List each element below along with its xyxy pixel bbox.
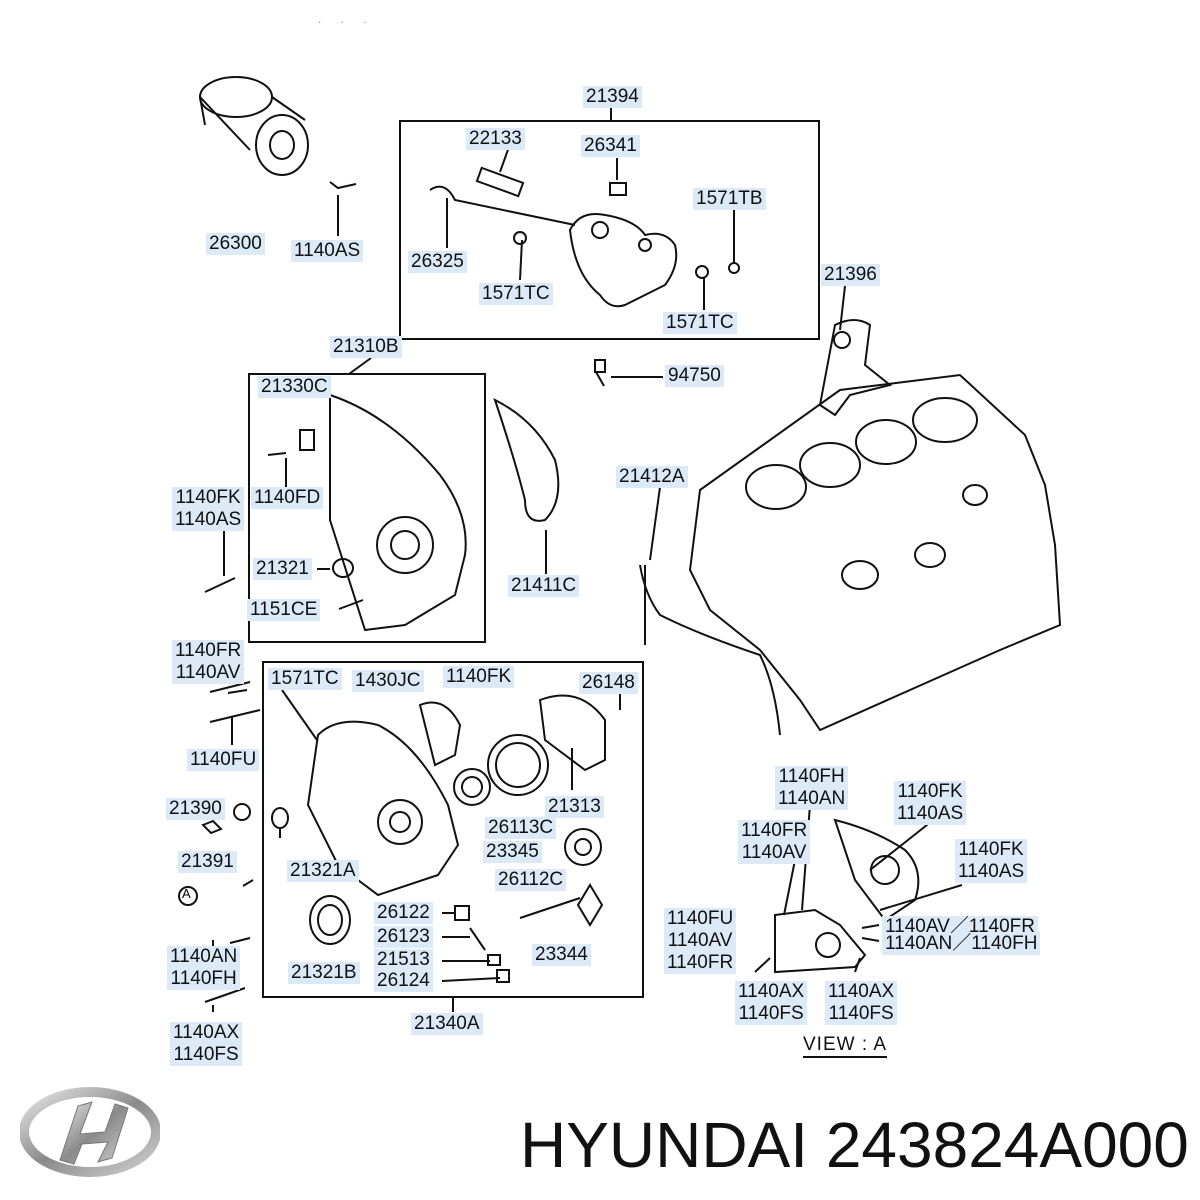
part-label-23344: 23344 xyxy=(532,944,591,966)
part-label-1140AS-top: 1140AS xyxy=(291,240,364,262)
part-label-21330C: 21330C xyxy=(258,376,331,398)
part-label-21310B: 21310B xyxy=(330,336,402,358)
part-label-26300: 26300 xyxy=(206,233,265,255)
group-box-21310B xyxy=(248,373,486,643)
part-label-1140AX-1140FS-r2: 1140AX 1140FS xyxy=(825,981,898,1025)
part-label-1140AV-1140FR: 1140AV／1140FR xyxy=(882,916,1038,938)
part-label-21321B: 21321B xyxy=(288,962,360,984)
group-box-21394 xyxy=(399,120,820,340)
part-label-1140FR-1140AV: 1140FR 1140AV xyxy=(172,640,245,684)
view-a-label: VIEW : A xyxy=(803,1034,888,1058)
hyundai-logo-icon xyxy=(20,1087,160,1177)
part-label-26148: 26148 xyxy=(579,672,638,694)
callout-letter-a: A xyxy=(182,886,191,901)
part-label-1140FR-1140AV-r: 1140FR 1140AV xyxy=(738,820,811,864)
part-label-26113C: 26113C xyxy=(485,817,557,839)
part-label-1140AN-1140FH: 1140AN／1140FH xyxy=(882,933,1041,955)
brand-name: HYUNDAI xyxy=(520,1109,809,1181)
part-label-21340A: 21340A xyxy=(411,1013,483,1035)
part-label-26124: 26124 xyxy=(374,970,433,992)
part-label-1140AX-1140FS-left: 1140AX 1140FS xyxy=(170,1022,243,1066)
part-label-21391: 21391 xyxy=(178,851,237,873)
part-label-21313: 21313 xyxy=(545,796,604,818)
part-label-26341: 26341 xyxy=(581,135,640,157)
part-label-21321: 21321 xyxy=(253,558,312,580)
part-label-21411C: 21411C xyxy=(508,575,580,597)
part-label-1140FK-1140AS: 1140FK 1140AS xyxy=(172,487,245,531)
part-label-21394: 21394 xyxy=(583,86,642,108)
part-label-23345: 23345 xyxy=(483,841,542,863)
part-label-1430JC: 1430JC xyxy=(352,670,424,692)
footer-title: HYUNDAI 243824A000 xyxy=(520,1108,1189,1182)
part-label-21321A: 21321A xyxy=(287,860,359,882)
part-label-1140AN-1140FH-left: 1140AN 1140FH xyxy=(167,946,241,990)
part-label-1571TC-c: 1571TC xyxy=(268,668,342,690)
part-label-26123: 26123 xyxy=(374,926,433,948)
part-label-1140FK-1140AS-r1: 1140FK 1140AS xyxy=(894,781,967,825)
part-label-26122: 26122 xyxy=(374,902,433,924)
part-label-21412A: 21412A xyxy=(616,466,688,488)
part-label-1140FU-AV-FR: 1140FU 1140AV 1140FR xyxy=(664,908,737,974)
part-label-1571TC-a: 1571TC xyxy=(479,283,553,305)
part-label-94750: 94750 xyxy=(665,365,724,387)
part-label-26112C: 26112C xyxy=(495,869,567,891)
part-label-1140FK-1140AS-r2: 1140FK 1140AS xyxy=(955,839,1028,883)
part-label-1571TB: 1571TB xyxy=(693,188,766,210)
part-label-21513: 21513 xyxy=(374,949,433,971)
part-label-21390: 21390 xyxy=(166,798,225,820)
part-label-21396: 21396 xyxy=(821,264,880,286)
part-label-26325: 26325 xyxy=(408,251,467,273)
part-label-1140FK-b: 1140FK xyxy=(443,666,515,688)
header-dots: . . . xyxy=(318,12,375,26)
part-label-22133: 22133 xyxy=(466,128,525,150)
part-label-1140FH-1140AN: 1140FH 1140AN xyxy=(775,766,849,810)
part-label-1151CE: 1151CE xyxy=(247,599,321,621)
part-label-1140FU: 1140FU xyxy=(187,749,260,771)
part-number: 243824A000 xyxy=(825,1109,1189,1181)
part-label-1571TC-b: 1571TC xyxy=(663,312,737,334)
part-label-1140AX-1140FS-r1: 1140AX 1140FS xyxy=(735,981,808,1025)
part-label-1140FD: 1140FD xyxy=(251,487,324,509)
